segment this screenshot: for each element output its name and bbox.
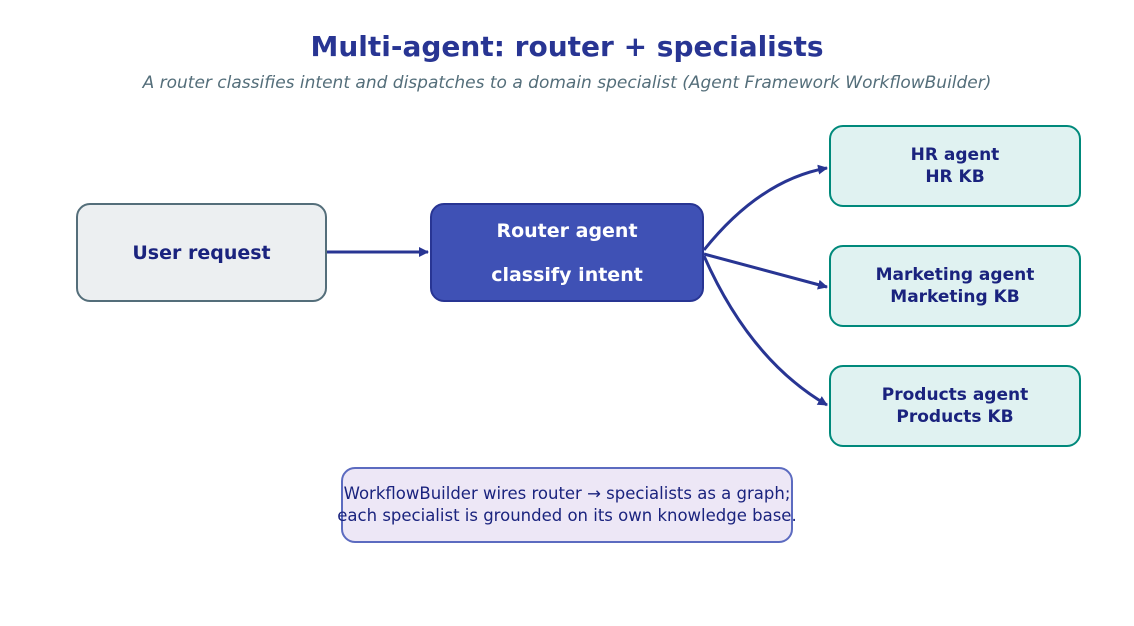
note-box xyxy=(341,467,793,543)
diagram-title: Multi-agent: router + specialists xyxy=(310,30,824,63)
edge-router-to-hr xyxy=(702,164,828,251)
node-hr-agent: HR agent HR KB xyxy=(829,125,1081,207)
note-line-1: WorkflowBuilder wires router → specialis… xyxy=(343,484,791,503)
diagram-subtitle: A router classifies intent and dispatche… xyxy=(142,73,992,93)
node-user-request: User request xyxy=(76,203,327,302)
node-hr-agent-name: HR agent xyxy=(910,145,1000,165)
node-hr-agent-kb: HR KB xyxy=(925,167,985,187)
node-products-agent: Products agent Products KB xyxy=(829,365,1081,447)
note-text: WorkflowBuilder wires router → specialis… xyxy=(300,483,834,527)
node-router-agent-name: Router agent xyxy=(496,219,638,242)
node-marketing-agent-kb: Marketing KB xyxy=(890,287,1020,307)
node-products-agent-kb: Products KB xyxy=(896,407,1014,427)
node-products-agent-name: Products agent xyxy=(881,385,1029,405)
node-marketing-agent: Marketing agent Marketing KB xyxy=(829,245,1081,327)
node-marketing-agent-name: Marketing agent xyxy=(875,265,1035,285)
edge-router-to-marketing xyxy=(703,252,828,290)
node-router-agent: Router agent classify intent xyxy=(430,203,704,302)
note-line-2: each specialist is grounded on its own k… xyxy=(337,506,797,525)
edge-router-to-products xyxy=(702,255,828,407)
node-user-request-label: User request xyxy=(132,241,271,264)
node-router-agent-task: classify intent xyxy=(491,263,643,286)
